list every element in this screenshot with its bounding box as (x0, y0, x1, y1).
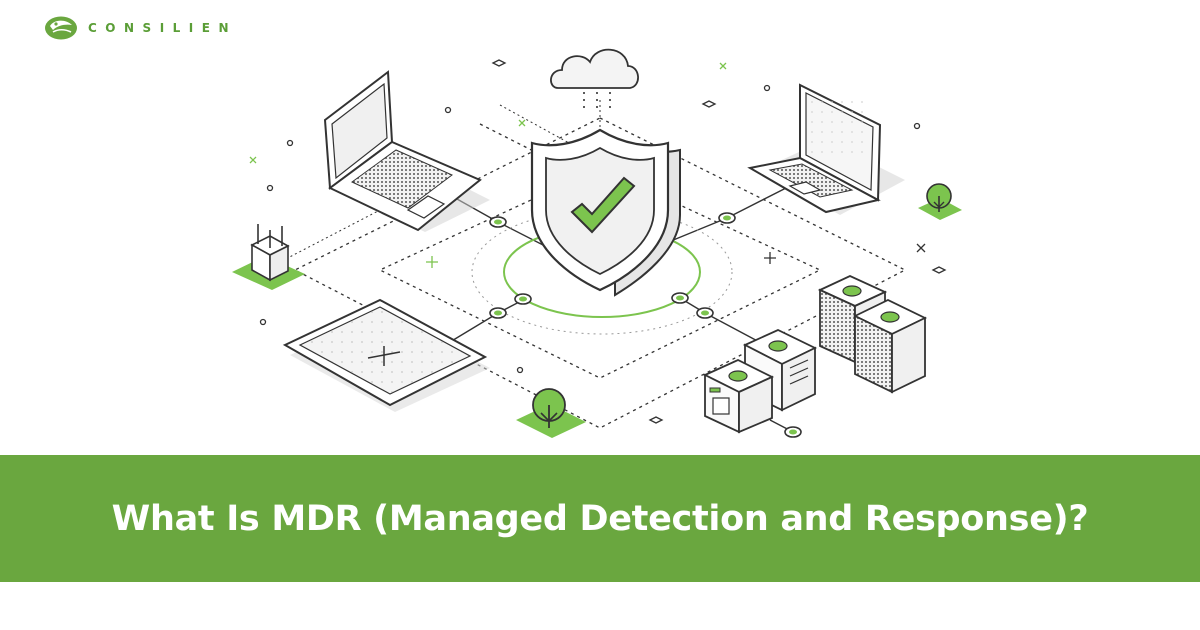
mdr-network-illustration (232, 48, 962, 438)
server-icon (702, 275, 928, 434)
page-title: What Is MDR (Managed Detection and Respo… (111, 498, 1089, 539)
decorations (249, 59, 947, 424)
shield-check-icon (530, 128, 681, 297)
laptop-left-icon (323, 70, 490, 232)
tree-icon (918, 183, 962, 220)
cloud-icon (550, 48, 639, 112)
laptop-right-icon (747, 83, 905, 215)
antenna-tower-icon (232, 224, 305, 290)
tablet-icon (282, 298, 490, 412)
title-banner: What Is MDR (Managed Detection and Respo… (0, 455, 1200, 582)
brand-name: CONSILIEN (88, 21, 238, 35)
green-leaf-circle-logo-icon (45, 16, 77, 40)
brand: CONSILIEN (44, 14, 237, 42)
tree-icon (516, 388, 586, 438)
